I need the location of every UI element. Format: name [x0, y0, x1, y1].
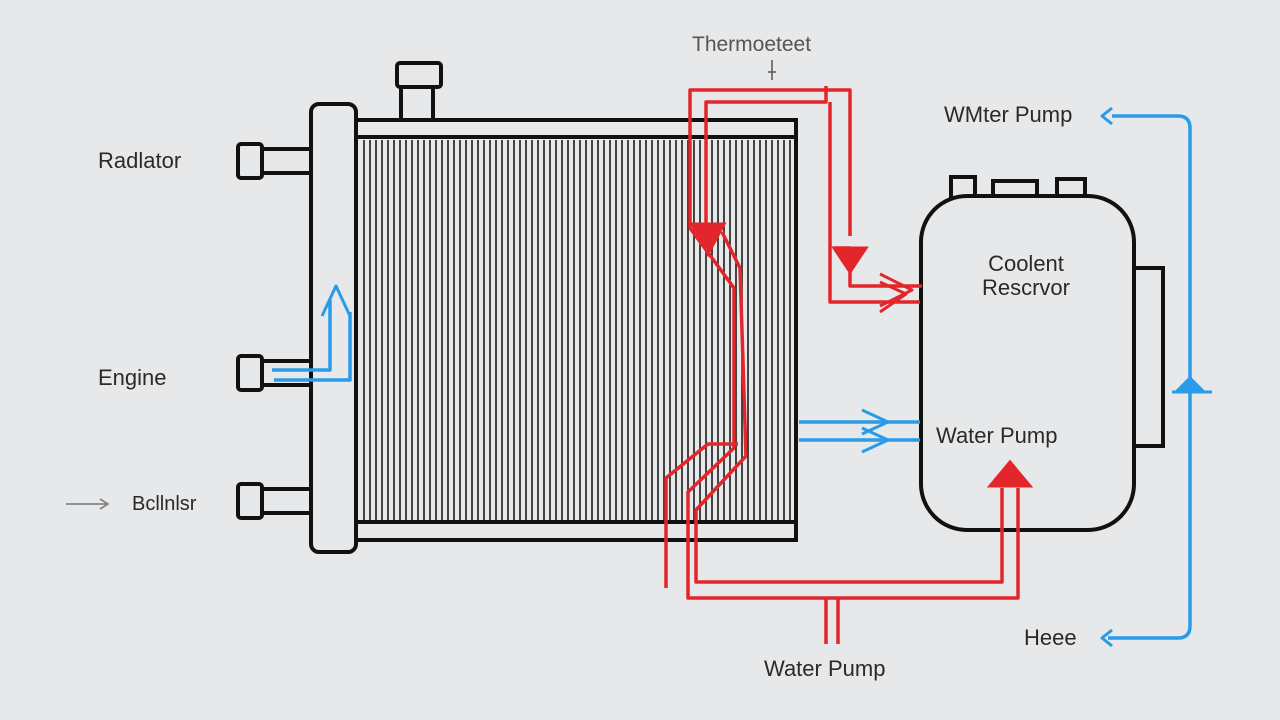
hot-coolant-lines — [664, 86, 1020, 644]
label-reservoir-line2: Rescrvor — [981, 275, 1070, 300]
radiator-filler-cap — [395, 61, 443, 89]
label-top-right: WMter Pump — [944, 102, 1073, 127]
coolant-reservoir — [919, 194, 1136, 532]
radiator-side-tank — [309, 102, 358, 554]
hose-connector-bottom — [236, 482, 313, 520]
label-water-pump-bottom: Water Pump — [764, 656, 886, 681]
hose-connector-middle — [236, 354, 313, 392]
radiator-fins — [363, 140, 791, 520]
label-coolant-reservoir: Coolent Rescrvor — [936, 252, 1116, 300]
label-water-pump-inner: Water Pump — [936, 423, 1058, 448]
coolant-reservoir-side-tab — [1131, 266, 1165, 448]
cold-flow-arrows — [320, 106, 1212, 648]
hot-flow-arrows — [689, 222, 1034, 488]
label-radiator: Radlator — [98, 148, 182, 173]
label-thermostat: Thermoeteet — [692, 33, 812, 56]
thermostat-pointer — [768, 60, 776, 80]
hose-connector-top — [236, 142, 313, 180]
label-reservoir-line1: Coolent — [988, 251, 1064, 276]
label-heater: Heee — [1024, 625, 1077, 650]
label-engine: Engine — [98, 365, 167, 390]
arrow-right-icon — [66, 498, 110, 510]
label-bottom-left: Bcllnlsr — [132, 493, 197, 515]
